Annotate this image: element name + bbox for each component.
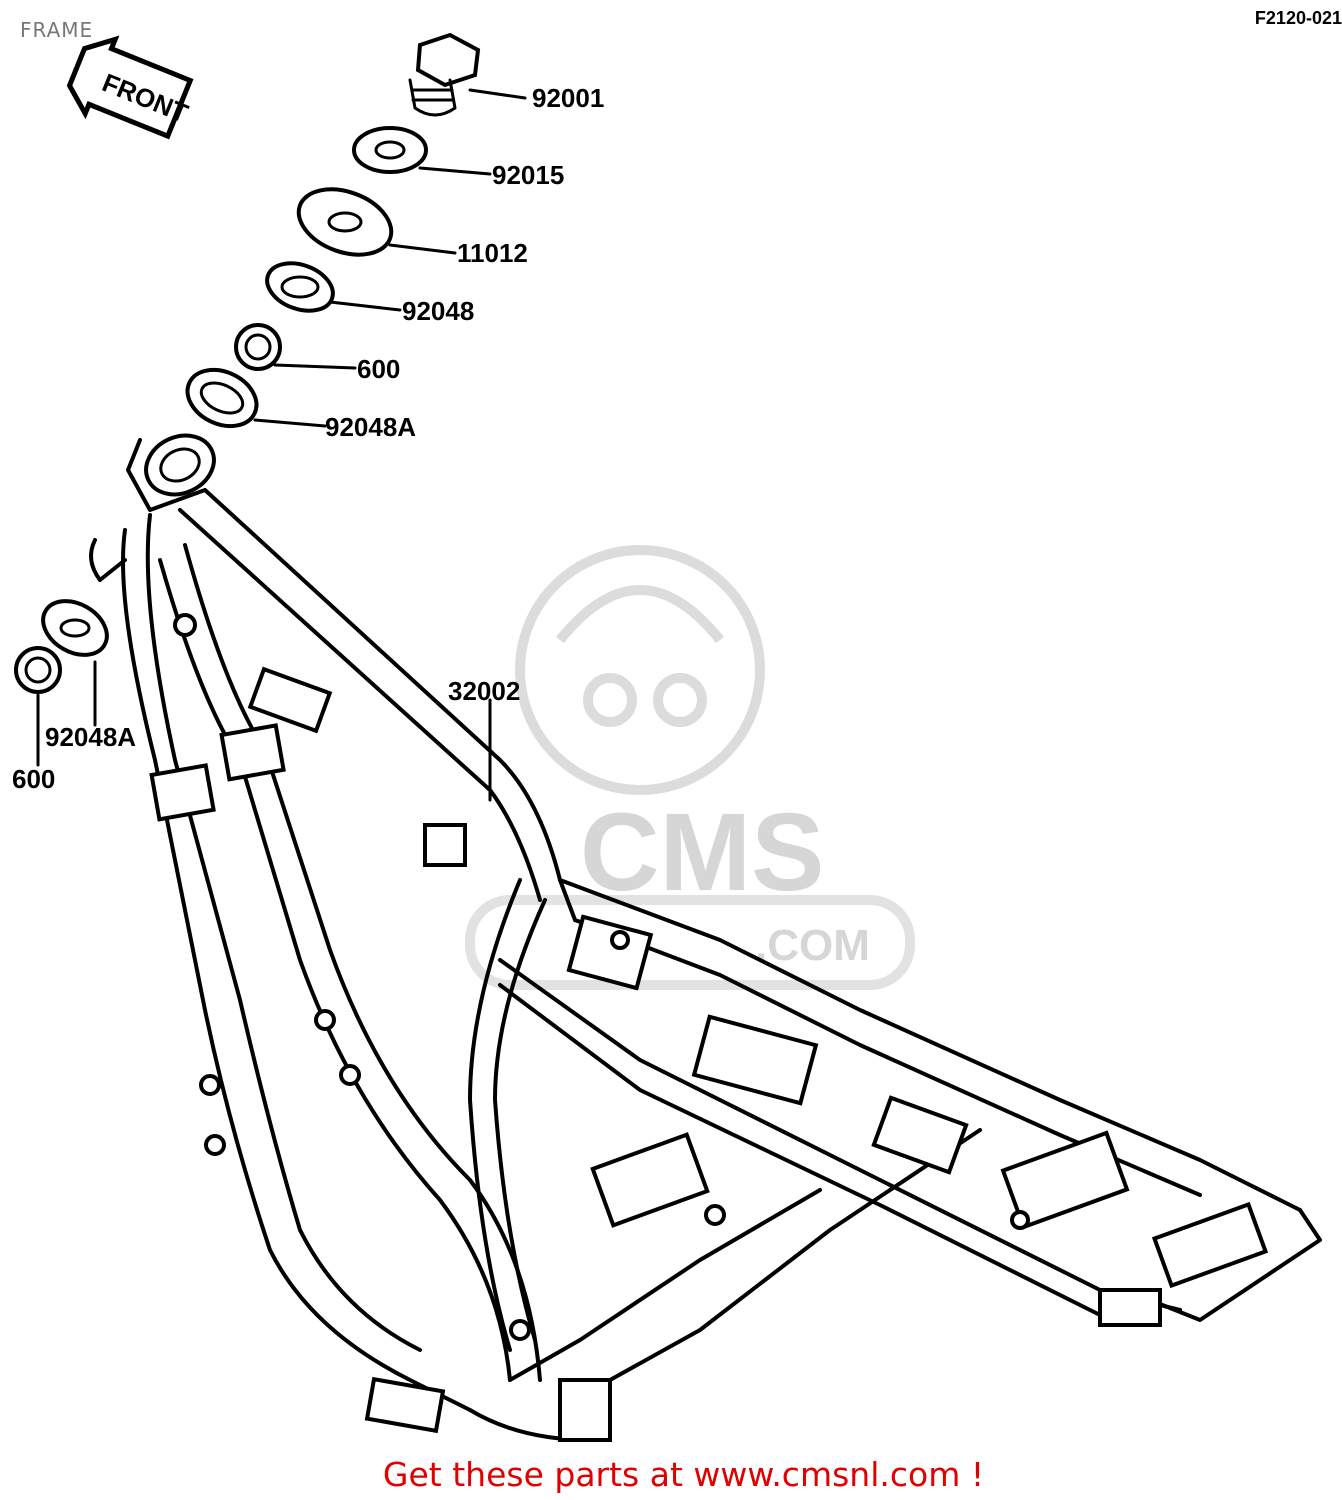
callout-92015: 92015: [492, 160, 564, 190]
ball-ring-600-left: [14, 646, 62, 694]
page-title: FRAME: [20, 18, 94, 42]
callout-92048: 92048: [402, 296, 474, 326]
cover-11012: [296, 187, 394, 257]
callout-92048A-top: 92048A: [325, 412, 416, 442]
cms-watermark: CMS .COM: [465, 545, 915, 990]
race-92048: [265, 261, 335, 313]
race-92048A-left: [41, 599, 109, 657]
diagram-reference-code: F2120-021: [1254, 8, 1342, 28]
callout-labels: 92001 92015 11012 92048 600 92048A 32002…: [12, 83, 604, 794]
race-92048A-top: [185, 367, 259, 429]
bolt-92001: [408, 32, 481, 117]
nut-92015: [352, 126, 428, 174]
footer-cta-link[interactable]: Get these parts at www.cmsnl.com !: [382, 1455, 985, 1494]
callout-11012: 11012: [457, 238, 528, 268]
callout-600-left: 600: [12, 764, 55, 794]
frame-32002: [89, 433, 1322, 1442]
front-direction-tag: FRONT: [66, 35, 194, 140]
watermark-brand: CMS: [580, 791, 824, 914]
watermark-domain: .COM: [755, 921, 870, 970]
callout-92048A-left: 92048A: [45, 722, 136, 752]
callout-32002: 32002: [448, 676, 520, 706]
callout-92001: 92001: [532, 83, 604, 113]
ball-ring-600-top: [234, 323, 282, 371]
callout-600-top: 600: [357, 354, 400, 384]
